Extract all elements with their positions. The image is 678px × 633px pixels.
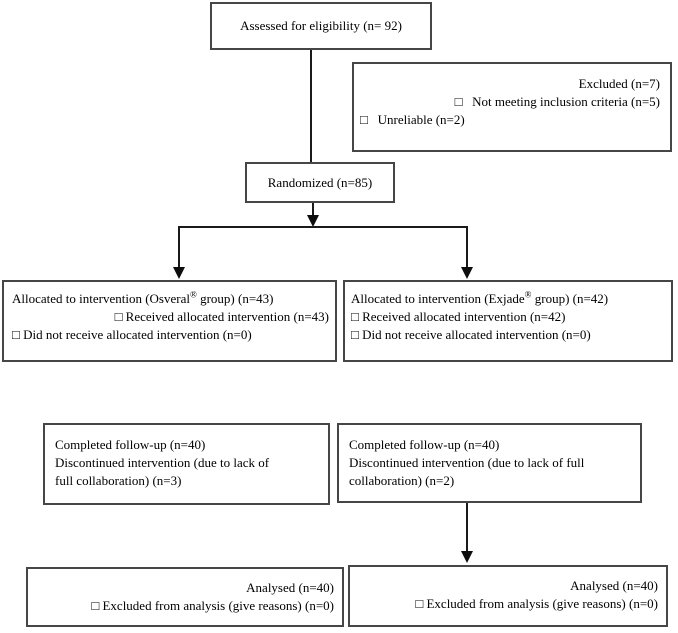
box-text: Excluded (n=7) [578, 76, 660, 91]
box-text: collaboration) (n=2) [349, 473, 455, 488]
box-followup-osveral: Completed follow-up (n=40) Discontinued … [43, 423, 330, 505]
connector-followup-to-analysed-right [466, 503, 468, 552]
box-followup-exjade: Completed follow-up (n=40) Discontinued … [337, 423, 642, 503]
box-text: full collaboration) (n=3) [55, 473, 182, 488]
box-text: Discontinued intervention (due to lack o… [349, 455, 585, 470]
box-text: □ Excluded from analysis (give reasons) … [91, 598, 334, 613]
box-text: □ Did not receive allocated intervention… [12, 327, 252, 342]
box-randomized: Randomized (n=85) [245, 162, 395, 203]
box-excluded: Excluded (n=7) □ Not meeting inclusion c… [352, 62, 672, 152]
arrowhead-randomized-to-branch [307, 215, 319, 227]
box-text: Analysed (n=40) [246, 580, 334, 595]
box-text: Analysed (n=40) [570, 578, 658, 593]
connector-branch-left-drop [178, 226, 180, 268]
box-text: □ Unreliable (n=2) [360, 112, 465, 127]
connector-branch-right-drop [466, 226, 468, 268]
box-text: Randomized (n=85) [267, 174, 373, 190]
box-text: Allocated to intervention (Exjade® group… [351, 289, 609, 306]
arrowhead-alloc-right [461, 267, 473, 279]
box-text: Discontinued intervention (due to lack o… [55, 455, 270, 470]
box-text: Completed follow-up (n=40) [349, 437, 500, 452]
box-text: Allocated to intervention (Osveral® grou… [12, 289, 274, 306]
arrowhead-analysed-right [461, 551, 473, 563]
box-text: Completed follow-up (n=40) [55, 437, 206, 452]
box-text: Assessed for eligibility (n= 92) [240, 18, 402, 33]
box-text: □ Received allocated intervention (n=43) [114, 309, 329, 324]
box-analysed-osveral: Analysed (n=40) □ Excluded from analysis… [26, 567, 344, 627]
arrowhead-alloc-left [173, 267, 185, 279]
box-text: □ Excluded from analysis (give reasons) … [415, 596, 658, 611]
box-text: □ Received allocated intervention (n=42) [351, 309, 566, 324]
box-allocated-osveral: Allocated to intervention (Osveral® grou… [2, 280, 337, 362]
box-text: □ Not meeting inclusion criteria (n=5) [454, 94, 660, 109]
connector-assessed-to-randomized [310, 50, 312, 162]
connector-branch-horizontal [178, 226, 468, 228]
box-text: □ Did not receive allocated intervention… [351, 327, 591, 342]
box-allocated-exjade: Allocated to intervention (Exjade® group… [343, 280, 673, 362]
box-assessed-for-eligibility: Assessed for eligibility (n= 92) [210, 2, 432, 50]
box-analysed-exjade: Analysed (n=40) □ Excluded from analysis… [348, 565, 668, 627]
connector-randomized-stub [312, 203, 314, 216]
